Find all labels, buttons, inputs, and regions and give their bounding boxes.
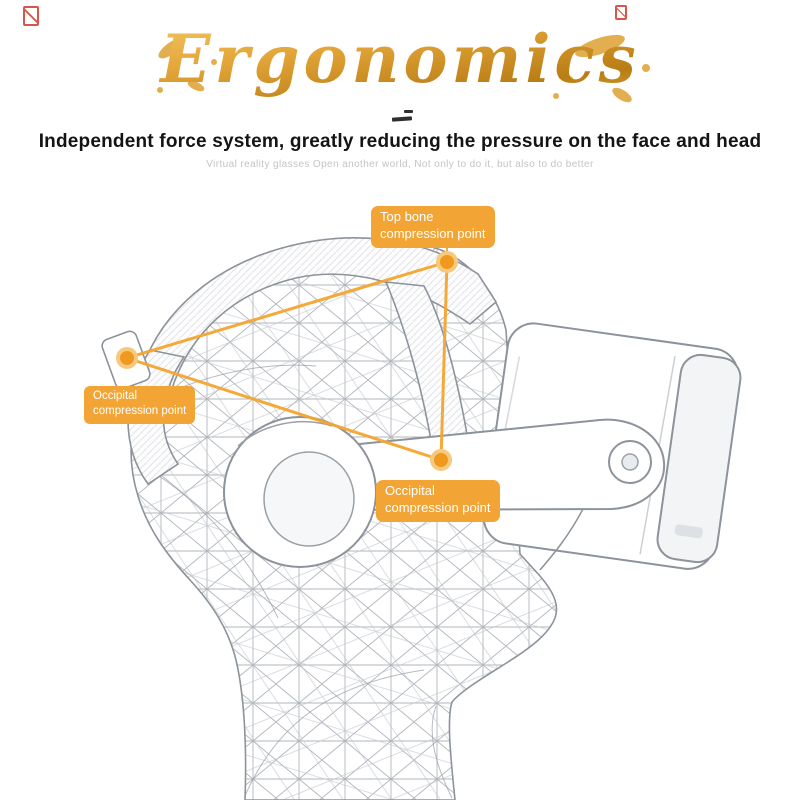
callout-line: compression point (93, 404, 187, 417)
callout-occipital-left-point: Occipital compression point (84, 386, 196, 424)
red-stamp-right (615, 5, 627, 20)
red-stamp-left (23, 6, 39, 26)
callout-line: Occipital (385, 483, 435, 498)
occipital-mid-point-dot (430, 449, 452, 471)
callout-line: Top bone (380, 209, 434, 224)
tagline: Virtual reality glasses Open another wor… (206, 159, 594, 170)
page-title: Ergonomics (0, 20, 800, 98)
callout-top-bone-point: Top bone compression point (371, 206, 495, 248)
title-splash-decor (157, 34, 650, 103)
compression-point-dots (116, 251, 458, 471)
top-bone-point-dot (436, 251, 458, 273)
top-strap (135, 237, 498, 404)
force-triangle-lines (125, 241, 449, 462)
callout-line: compression point (380, 225, 486, 241)
subtitle: Independent force system, greatly reduci… (38, 131, 762, 152)
callout-line: Occipital (93, 390, 138, 402)
headphone-ear-cup (223, 416, 377, 568)
occipital-left-point-dot (116, 347, 138, 369)
callout-line: compression point (385, 499, 491, 515)
callout-occipital-mid-point: Occipital compression point (376, 480, 500, 522)
divider-dash (391, 110, 413, 122)
headset-cable (539, 504, 586, 571)
